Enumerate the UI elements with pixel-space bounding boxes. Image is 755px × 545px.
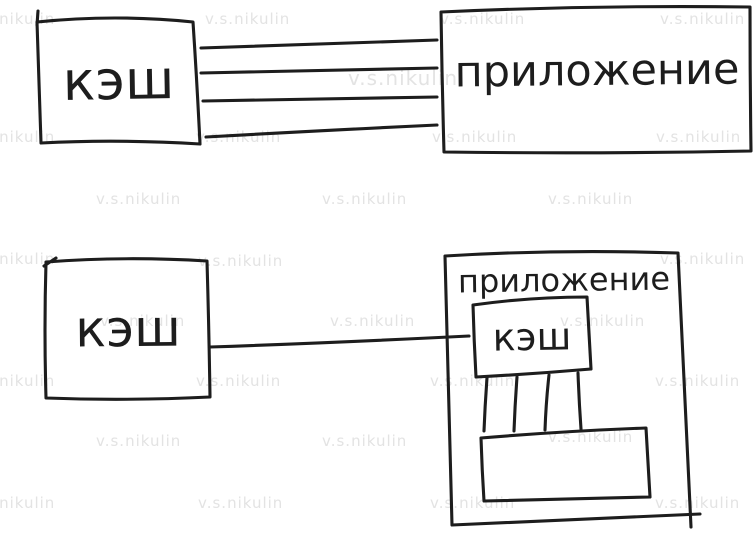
- top-cache-box: [35, 9, 202, 146]
- top-app-label: приложение: [454, 44, 740, 97]
- top-app-box: [439, 5, 753, 155]
- top-connection-lines: [199, 38, 439, 139]
- bottom-connection-line: [208, 334, 471, 349]
- bottom-cache-box: [42, 256, 212, 401]
- bottom-app-box: [443, 249, 702, 529]
- bottom-cache-label: кэш: [75, 299, 181, 359]
- inner-cache-label: кэш: [492, 314, 572, 360]
- top-cache-label: кэш: [62, 48, 175, 113]
- inner-connection-lines: [482, 371, 583, 433]
- inner-cache-box: [471, 295, 593, 379]
- inner-storage-box: [479, 426, 652, 503]
- bottom-app-title: приложение: [457, 259, 671, 301]
